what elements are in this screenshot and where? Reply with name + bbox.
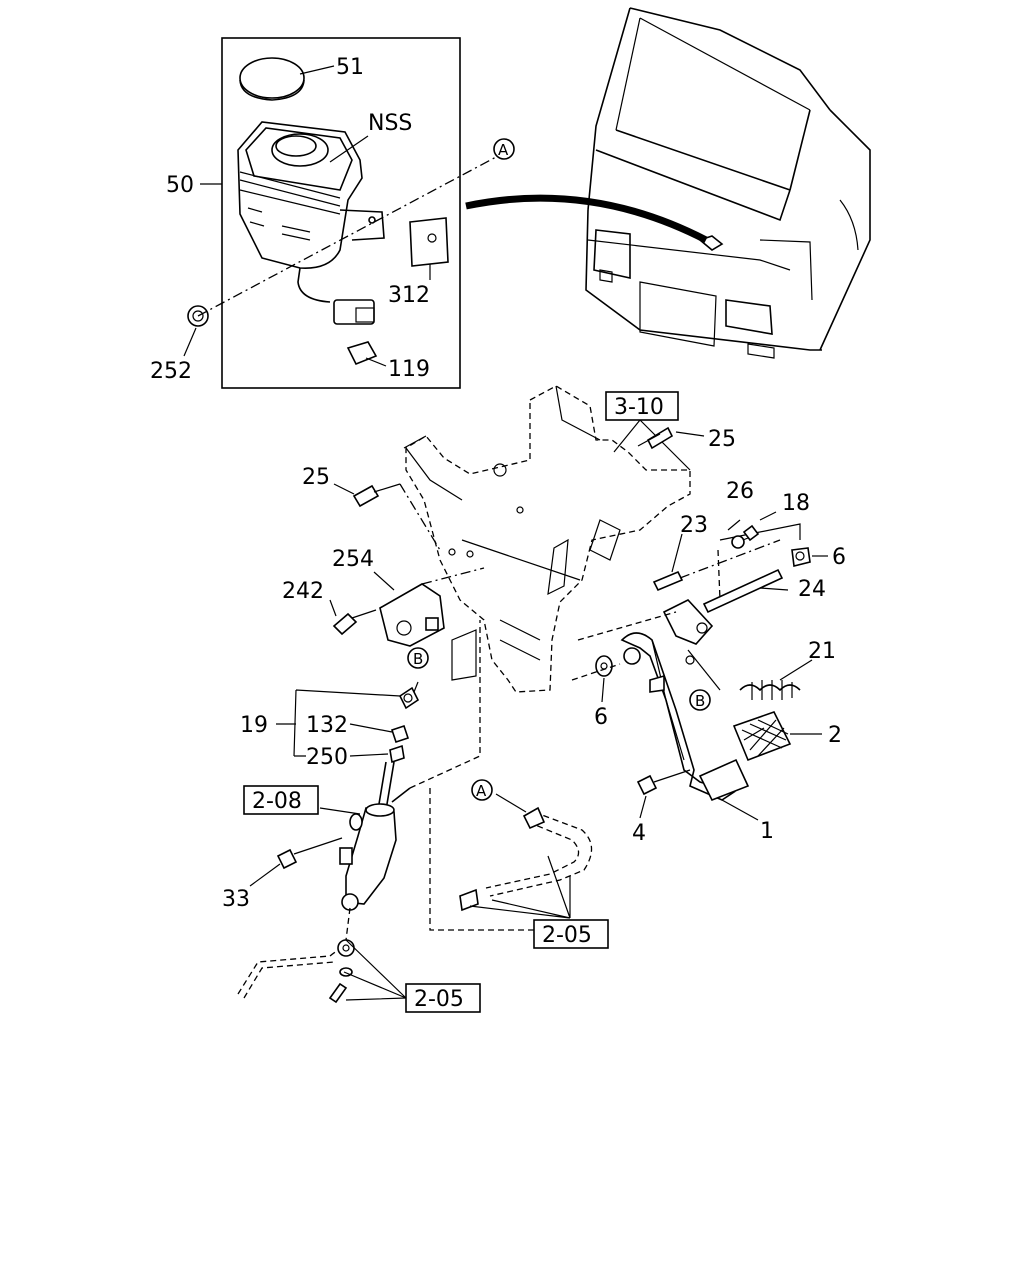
bracket-254 [379, 583, 445, 647]
svg-text:2-08: 2-08 [252, 789, 302, 814]
callout-33: 33 [222, 887, 250, 912]
svg-text:A: A [476, 782, 487, 800]
clutch-pedal-lever [571, 599, 750, 802]
clutch-fluid-reservoir [237, 121, 385, 325]
locator-arrow [465, 194, 708, 244]
ref-box-2-05-upper[interactable]: 2-05 [533, 919, 609, 949]
callout-50: 50 [166, 173, 194, 198]
return-spring-21 [739, 680, 801, 700]
truck-cab-location [585, 7, 871, 359]
hydraulic-line [237, 939, 355, 1004]
pedal-pad-2 [732, 711, 792, 762]
bolt-33 [276, 837, 343, 870]
ref-box-2-08[interactable]: 2-08 [243, 785, 319, 815]
callout-132: 132 [306, 713, 348, 738]
clip-119 [346, 341, 378, 366]
callout-25-right: 25 [708, 427, 736, 452]
callout-21: 21 [808, 639, 836, 664]
callout-1: 1 [760, 819, 774, 844]
pin-18 [742, 524, 760, 542]
bushing-6-left [595, 655, 613, 677]
ref-box-3-10[interactable]: 3-10 [605, 391, 679, 421]
svg-text:2-05: 2-05 [414, 987, 464, 1012]
callout-4: 4 [632, 821, 646, 846]
reservoir-inset [183, 37, 499, 389]
callout-119: 119 [388, 357, 430, 382]
bolt-25-right [637, 426, 674, 450]
callout-19: 19 [240, 713, 268, 738]
callout-18: 18 [782, 491, 810, 516]
pedal-bracket-assembly [403, 385, 691, 693]
callout-6-left: 6 [594, 705, 608, 730]
svg-text:3-10: 3-10 [614, 395, 664, 420]
callout-23: 23 [680, 513, 708, 538]
marker-a-bottom: A [471, 779, 493, 801]
pushrod-250 [377, 744, 405, 811]
callout-312: 312 [388, 283, 430, 308]
callout-252: 252 [150, 359, 192, 384]
bolt-242 [332, 609, 377, 636]
inset-frame [221, 37, 461, 389]
callout-254: 254 [332, 547, 374, 572]
callout-242: 242 [282, 579, 324, 604]
callout-6-right: 6 [832, 545, 846, 570]
callout-nss: NSS [368, 111, 412, 136]
nut-132 [390, 724, 410, 744]
svg-text:B: B [695, 692, 705, 710]
callout-2: 2 [828, 723, 842, 748]
washer-26 [731, 535, 745, 549]
reservoir-cap [239, 57, 305, 101]
marker-a-top: A [493, 138, 515, 160]
bolt-25-left [352, 483, 401, 508]
callout-25-left: 25 [302, 465, 330, 490]
bolt-23 [652, 570, 684, 592]
marker-b-right: B [689, 689, 711, 711]
callout-250: 250 [306, 745, 348, 770]
callout-51: 51 [336, 55, 364, 80]
supply-hose [459, 806, 593, 912]
marker-b-left: B [407, 647, 429, 669]
svg-text:2-05: 2-05 [542, 923, 592, 948]
callout-26: 26 [726, 479, 754, 504]
clutch-master-cylinder [339, 787, 411, 911]
callout-24: 24 [798, 577, 826, 602]
bolt-4 [636, 769, 691, 796]
clevis-19 [398, 686, 420, 710]
svg-text:B: B [413, 650, 423, 668]
bushing-6-right [791, 547, 811, 567]
svg-text:A: A [498, 141, 509, 159]
bracket-312 [409, 217, 449, 267]
ref-box-2-05-lower[interactable]: 2-05 [405, 983, 481, 1013]
